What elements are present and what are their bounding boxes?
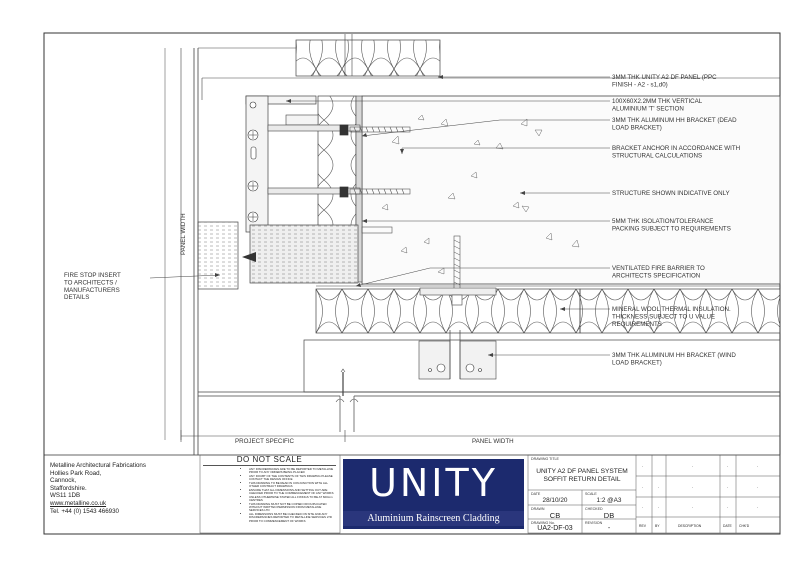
structure-slab bbox=[361, 95, 781, 285]
logo-tagline: Aluminium Rainscreen Cladding bbox=[343, 511, 524, 526]
fire-stop-insert bbox=[197, 221, 239, 290]
date-label: DATE bbox=[531, 492, 541, 496]
rev-cell: - bbox=[658, 505, 660, 509]
rev-cell: - bbox=[692, 505, 694, 509]
logo-word: UNITY bbox=[369, 461, 498, 505]
dim-panel-width-vertical: PANEL WIDTH bbox=[180, 213, 187, 255]
drawing-title-line-1: UNITY A2 DF PANEL SYSTEM bbox=[536, 468, 628, 475]
unity-logo: UNITY Aluminium Rainscreen Cladding bbox=[343, 459, 524, 529]
revision-label: REVISION bbox=[585, 521, 603, 525]
rev-cell: - bbox=[727, 485, 729, 489]
date-value: 28/10/20 bbox=[542, 497, 568, 504]
rev-header-by: BY bbox=[655, 524, 660, 528]
checked-value: DB bbox=[603, 511, 615, 520]
notes-list: ANY DISCREPANCIES ARE TO BE REPORTED TO … bbox=[203, 467, 336, 523]
rev-cell: - bbox=[757, 505, 759, 509]
note-item: ANY DOUBT OF THE CONTENTS OF THIS DRAWIN… bbox=[249, 474, 336, 482]
label-structure: STRUCTURE SHOWN INDICATIVE ONLY bbox=[612, 190, 730, 197]
rev-cell: - bbox=[727, 505, 729, 509]
scale-value: 1:2 @A3 bbox=[596, 497, 622, 504]
note-item: ENSURE THAT ALL DIMENSIONS AND SETTING O… bbox=[249, 488, 336, 496]
rev-cell: - bbox=[757, 464, 759, 468]
address-line-2: Cannock, bbox=[50, 477, 77, 485]
note-item: ALL DIMENSIONS MUST BE CHECKED ON SITE A… bbox=[249, 512, 336, 523]
company-address: Metalline Architectural Fabrications Hol… bbox=[50, 462, 146, 515]
note-item: THIS DRAWING MUST NOT BE COPIED OR DUPLI… bbox=[249, 502, 336, 513]
rev-header-rev: REV bbox=[639, 524, 646, 528]
rev-cell: - bbox=[757, 485, 759, 489]
website-link[interactable]: www.metalline.co.uk bbox=[50, 499, 107, 507]
drawn-label: DRAWN bbox=[531, 507, 545, 511]
scale-label: SCALE bbox=[585, 492, 597, 496]
note-item: ANY DISCREPANCIES ARE TO BE REPORTED TO … bbox=[249, 467, 336, 475]
rev-cell: - bbox=[642, 505, 644, 509]
rev-cell: - bbox=[692, 464, 694, 468]
drawn-value: CB bbox=[549, 511, 561, 520]
rev-cell: - bbox=[642, 485, 644, 489]
do-not-scale-title: DO NOT SCALE bbox=[203, 455, 336, 466]
drawing-number-label: DRAWING No. bbox=[531, 521, 555, 525]
rev-cell: - bbox=[727, 464, 729, 468]
checked-label: CHECKED bbox=[585, 507, 603, 511]
rev-cell: - bbox=[642, 464, 644, 468]
rev-header-description: DESCRIPTION bbox=[678, 524, 702, 528]
note-item: THIS DRAWING TO BE READ IN CONJUNCTION W… bbox=[249, 481, 336, 489]
notes-block: DO NOT SCALE ANY DISCREPANCIES ARE TO BE… bbox=[203, 455, 336, 532]
drawing-title-label: DRAWING TITLE bbox=[531, 457, 559, 461]
drawing-title-line-2: SOFFIT RETURN DETAIL bbox=[543, 476, 621, 483]
revision-value: - bbox=[607, 525, 611, 532]
dim-panel-width-horizontal: PANEL WIDTH bbox=[472, 438, 514, 445]
drawing-number-value: UA2-DF-03 bbox=[537, 525, 573, 532]
address-line-3: Staffordshire. bbox=[50, 484, 87, 492]
rev-cell: - bbox=[658, 485, 660, 489]
rev-cell: - bbox=[692, 485, 694, 489]
address-line-1: Hollies Park Road, bbox=[50, 469, 102, 477]
dim-project-specific: PROJECT SPECIFIC bbox=[235, 438, 295, 445]
postcode: WS11 1DB bbox=[50, 492, 81, 500]
rev-header-date: DATE bbox=[723, 524, 732, 528]
company-name: Metalline Architectural Fabrications bbox=[50, 462, 146, 469]
label-mineral-wool: MINERAL WOOL THERMAL INSULATION.THICKNES… bbox=[612, 306, 731, 328]
rev-header-checked: CHK'D bbox=[739, 524, 750, 528]
telephone: Tel. +44 (0) 1543 466930 bbox=[50, 507, 119, 515]
note-item: UNLESS OTHERWISE STATED ALL FIXINGS TO B… bbox=[249, 495, 336, 503]
